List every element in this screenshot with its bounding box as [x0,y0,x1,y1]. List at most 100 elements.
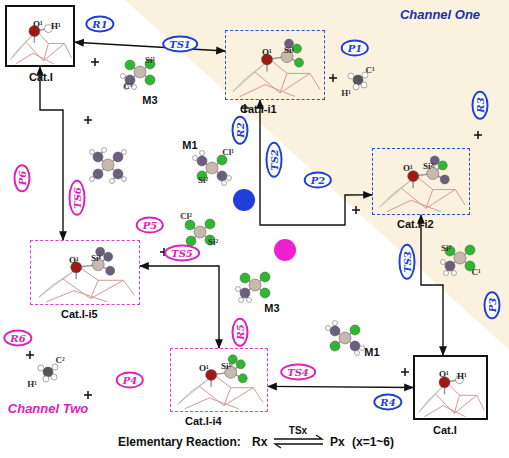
catalyst-cage [26,42,44,61]
atom-label: Si² [441,243,451,253]
atom-label: O¹ [69,255,79,265]
atom-ball [454,252,466,264]
atom-ball [360,346,365,351]
equilibrium-arrow [421,215,443,355]
molecule-name: M1 [182,139,197,151]
transition-state-tag: TS5 [164,245,200,262]
equilibrium-arrow [140,266,219,348]
molecule-name: M3 [142,94,157,106]
catalyst-cage [380,195,392,207]
atom-ball [217,171,227,181]
species-name: Cat.I-i2 [397,218,434,230]
catalyst-cage [98,280,123,281]
atom-label: H¹ [51,21,61,31]
footer-text: Elementary Reaction: [118,435,241,449]
atom-ball [93,152,103,162]
atom-ball [361,82,367,88]
catalyst-cage [436,394,455,414]
species-name: Cat.I [433,424,457,436]
catalyst-cage [426,190,455,209]
equilibrium-arrow [75,42,225,51]
atom-ball [102,159,114,171]
atom-ball [194,226,206,238]
catalyst-cage [455,190,465,205]
atom-ball [197,156,207,166]
product-tag: P6 [14,164,31,192]
catalyst-cage [65,43,72,57]
catalyst-box: Cat.IO¹H¹ [5,5,75,67]
atom-label: Cl¹ [222,147,234,157]
catalyst-cage [255,72,280,93]
product-tag: P5 [136,217,164,234]
atom-ball [339,332,351,344]
atom-ball [110,179,115,184]
molecule-name: M1 [364,346,379,358]
atom-ball [145,75,155,85]
atom-ball [113,152,123,162]
atom-ball [122,150,127,155]
channel-title: Channel Two [8,401,88,416]
atom-ball [227,176,232,181]
atom-ball [125,60,135,70]
catalyst-cage [233,72,255,92]
atom-ball [90,150,95,155]
atom-ball [238,374,247,383]
catalyst-cage [443,406,466,417]
atom-ball [441,260,446,265]
atom-ball [440,175,449,184]
blue-dot [233,189,255,211]
catalyst-cage [411,200,440,211]
catalyst-cage [280,73,287,93]
catalyst-cage [310,73,320,89]
transition-state-tag: TS4 [280,364,316,381]
catalyst-cage [178,386,200,404]
catalyst-cage [199,386,224,405]
catalyst-box: Cat.I-i5O¹Si¹ [30,240,140,305]
atom-ball [90,177,95,182]
atom-label: C¹ [123,81,132,91]
catalyst-cage [224,388,253,406]
reactant-tag: R1 [85,16,114,33]
atom-ball [222,181,227,186]
species-name: Cat.I-i5 [61,308,98,320]
reactant-tag: R3 [472,90,489,119]
atom-label: O¹ [403,163,413,173]
molecule-name: M3 [264,302,279,314]
atom-ball [295,58,304,67]
product-tag: P4 [116,372,144,389]
catalyst-cage [419,401,428,413]
atom-label: Si¹ [284,45,294,55]
atom-label: C² [55,355,64,365]
catalyst-box: Cat.I-i4O¹Si¹ [170,348,268,412]
catalyst-cage [11,48,19,59]
catalyst-cage [33,53,54,64]
atom-ball [330,341,340,351]
catalyst-box: Cat.IO¹H¹ [413,355,488,420]
atom-ball [444,271,449,276]
atom-ball [113,169,123,179]
atom-ball [193,156,198,161]
product-tag: P3 [484,291,501,319]
product-tag: P2 [304,172,332,189]
transition-state-tag: TS6 [69,180,86,216]
atom-ball [102,148,107,153]
catalyst-cage [185,398,210,409]
catalyst-cage [287,73,310,74]
atom-ball [236,360,245,369]
atom-ball [348,73,354,79]
atom-ball [247,298,252,303]
catalyst-cage [44,43,49,60]
atom-ball [104,252,113,261]
atom-label: Si¹ [91,253,101,263]
atom-label: C¹ [365,65,374,75]
catalyst-cage [280,73,310,93]
catalyst-cage [253,388,263,403]
catalyst-cage [39,286,52,298]
atom-ball [355,351,360,356]
catalyst-cage [16,53,34,64]
atom-ball [240,288,250,298]
atom-ball [134,66,146,78]
catalyst-cage [48,43,64,44]
atom-ball [106,266,115,275]
footer-text: (x=1~6) [352,435,394,449]
